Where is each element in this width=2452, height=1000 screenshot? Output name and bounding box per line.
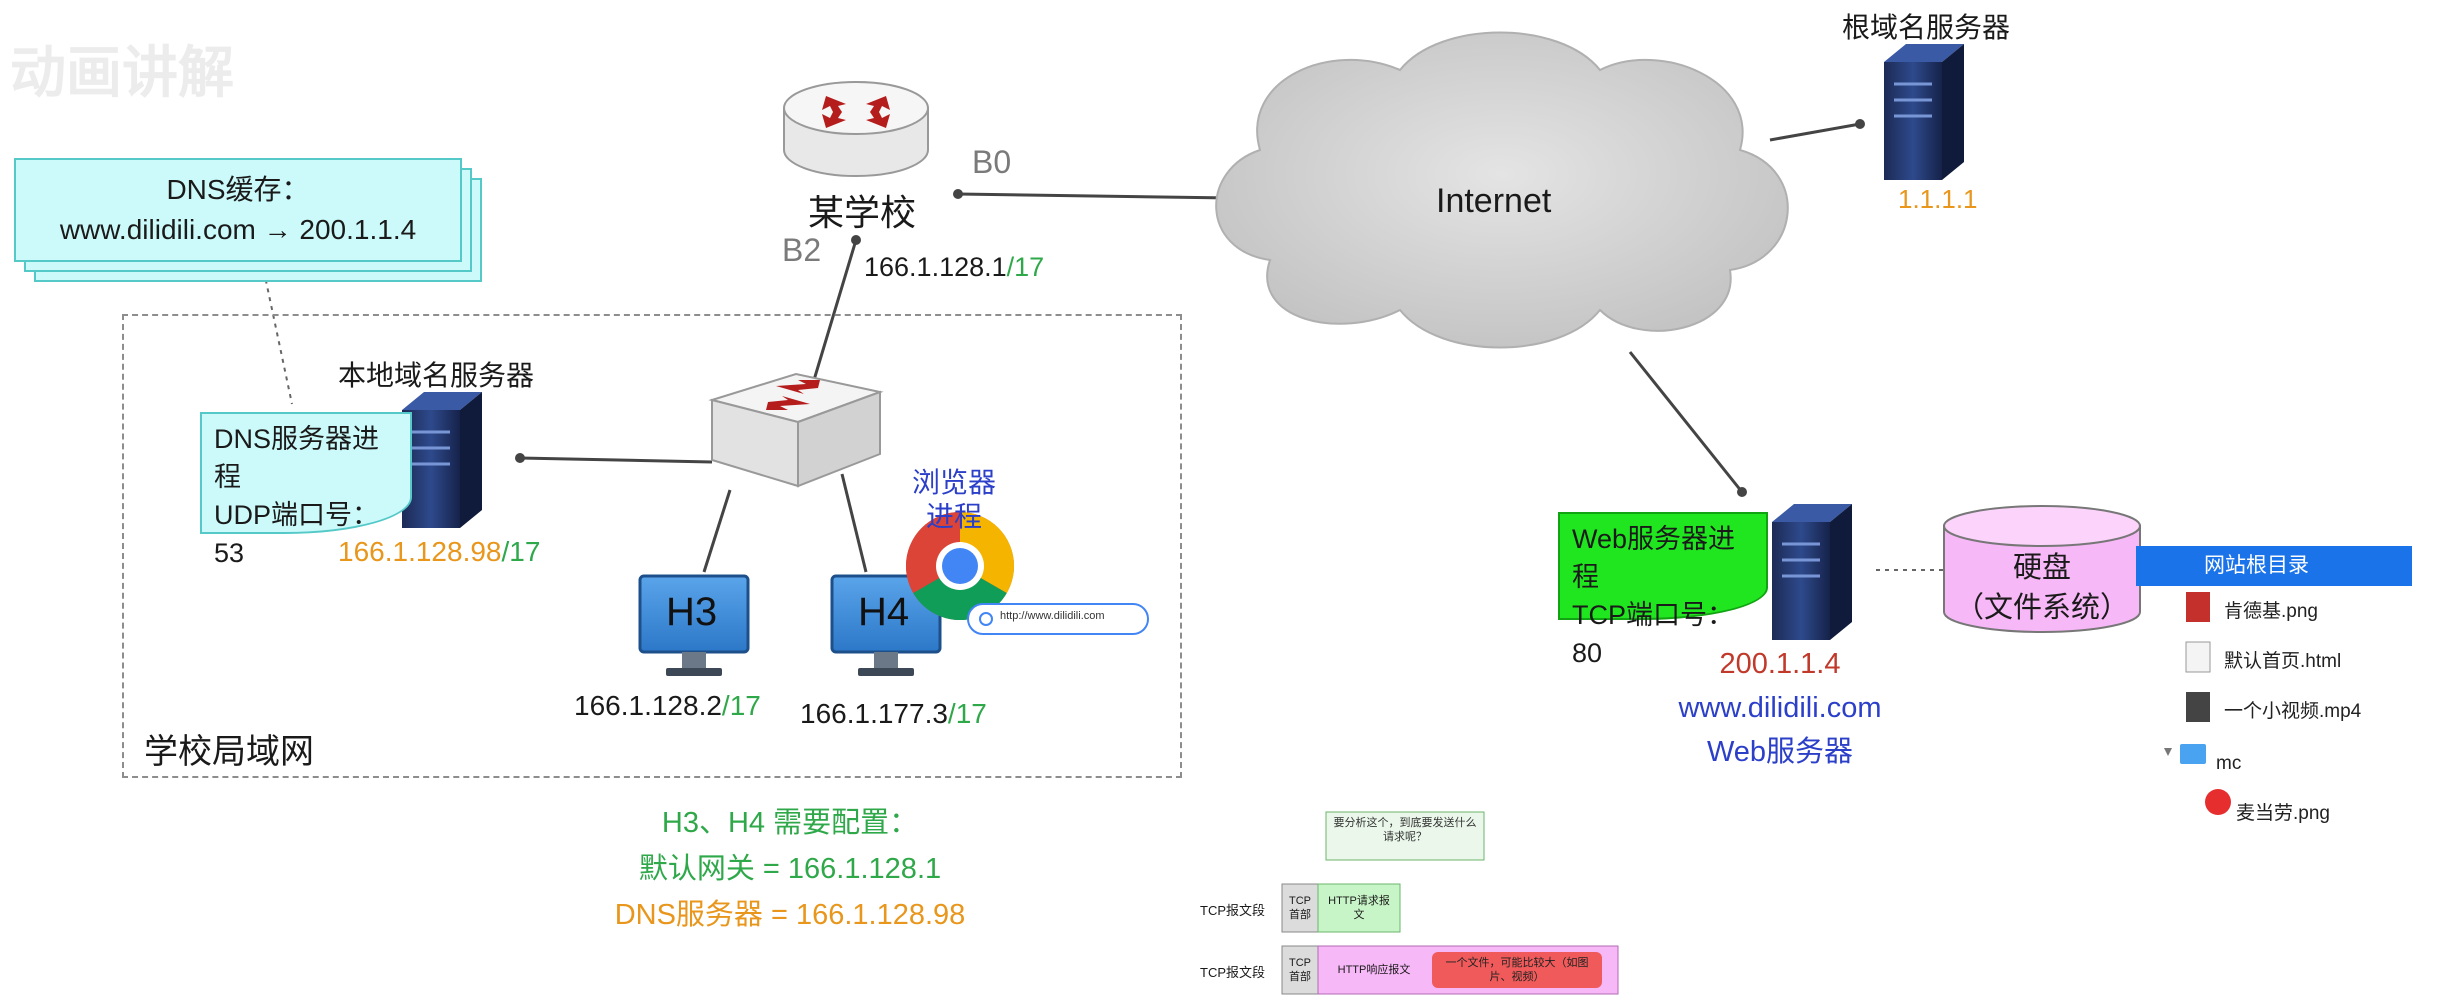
tcp-seg2-label: TCP报文段 bbox=[1200, 965, 1266, 980]
h4-ip: 166.1.177.3 bbox=[800, 698, 948, 729]
dns-cache-entry: www.dilidili.com → 200.1.1.4 bbox=[59, 214, 417, 245]
h4-mask: /17 bbox=[947, 698, 987, 729]
local-dns-mask: /17 bbox=[501, 536, 541, 567]
web-server-ip: 200.1.1.4 bbox=[1719, 648, 1841, 680]
dns-cache-box: DNS缓存： www.dilidili.com → 200.1.1.4 bbox=[14, 158, 462, 262]
root-dns-ip: 1.1.1.1 bbox=[1898, 184, 1978, 214]
file-item[interactable]: 默认首页.html bbox=[2224, 642, 2341, 682]
config-dns: DNS服务器 = 166.1.128.98 bbox=[614, 899, 966, 931]
router-name: 某学校 bbox=[808, 192, 917, 233]
router-ip: 166.1.128.1 bbox=[864, 252, 1007, 282]
chrome-icon bbox=[905, 512, 1015, 621]
browser-url: http://www.dilidili.com bbox=[1000, 610, 1105, 622]
h3-mask: /17 bbox=[721, 690, 761, 721]
router-port-b2: B2 bbox=[782, 232, 822, 268]
tcp-question: 要分析这个，到底要发送什么请求呢？ bbox=[1333, 817, 1477, 843]
tcp-demo-boxes bbox=[1281, 811, 1619, 995]
file-item[interactable]: 肯德基.png bbox=[2224, 592, 2318, 632]
disk-label: 硬盘 （文件系统） bbox=[1944, 548, 2140, 628]
tcp-seg2-payload: HTTP响应报文 bbox=[1337, 964, 1411, 976]
web-server-info: 200.1.1.4 www.dilidili.com Web服务器 bbox=[1650, 642, 1910, 774]
lan-boundary bbox=[122, 314, 1182, 778]
file-item[interactable]: 一个小视频.mp4 bbox=[2224, 692, 2361, 732]
file-item-label: 一个小视频.mp4 bbox=[2224, 701, 2362, 722]
tcp-seg1-label: TCP报文段 bbox=[1200, 903, 1266, 918]
disk-line2: （文件系统） bbox=[1954, 592, 2129, 624]
config-gateway: 默认网关 = 166.1.128.1 bbox=[638, 853, 942, 885]
h4-label: H4 bbox=[858, 590, 910, 634]
web-server-role: Web服务器 bbox=[1706, 736, 1854, 768]
local-dns-title: 本地域名服务器 bbox=[338, 360, 535, 391]
browser-label-line1: 浏览器 bbox=[912, 467, 997, 498]
dns-process-name: DNS服务器进程 bbox=[214, 424, 380, 492]
web-server-domain: www.dilidili.com bbox=[1678, 692, 1882, 724]
file-item-label: 默认首页.html bbox=[2224, 651, 2342, 672]
web-process-name: Web服务器进程 bbox=[1572, 524, 1736, 592]
monitor-icon bbox=[830, 574, 942, 676]
router-icon bbox=[783, 81, 929, 177]
server-icon bbox=[402, 392, 482, 528]
h3-label: H3 bbox=[666, 590, 718, 634]
browser-label-line2: 进程 bbox=[926, 501, 983, 532]
local-dns-ip-label: 166.1.128.98/17 bbox=[338, 536, 540, 568]
router-ip-label: 166.1.128.1/17 bbox=[864, 252, 1044, 283]
web-process-note: Web服务器进程 TCP端口号：80 bbox=[1558, 512, 1768, 668]
browser-process-label: 浏览器 进程 bbox=[912, 466, 996, 534]
switch-icon bbox=[708, 372, 884, 488]
tcp-seg1-header: TCP首部 bbox=[1289, 895, 1311, 921]
file-panel-header[interactable]: 网站根目录 bbox=[2136, 546, 2412, 586]
lan-label: 学校局域网 bbox=[144, 733, 314, 771]
file-item-label: 麦当劳.png bbox=[2236, 803, 2330, 824]
disk-line1: 硬盘 bbox=[2012, 552, 2071, 584]
root-dns-title: 根域名服务器 bbox=[1842, 12, 2011, 43]
web-process-port: TCP端口号：80 bbox=[1572, 600, 1734, 668]
folder-item[interactable]: mc bbox=[2216, 744, 2241, 784]
tcp-seg1-payload: HTTP请求报文 bbox=[1328, 895, 1390, 921]
h4-ip-label: 166.1.177.3/17 bbox=[800, 698, 987, 730]
dns-process-note: DNS服务器进程 UDP端口号：53 bbox=[200, 412, 412, 568]
server-icon bbox=[1884, 44, 1964, 180]
config-block: H3、H4 需要配置： 默认网关 = 166.1.128.1 DNS服务器 = … bbox=[590, 800, 990, 938]
monitor-icon bbox=[638, 574, 750, 676]
folder-item-label: mc bbox=[2216, 753, 2242, 774]
url-bar bbox=[967, 603, 1149, 635]
config-title: H3、H4 需要配置： bbox=[661, 807, 919, 839]
disk-icon bbox=[1943, 505, 2141, 633]
server-icon bbox=[1772, 504, 1852, 640]
tcp-seg2-header: TCP首部 bbox=[1289, 957, 1311, 983]
local-dns-ip: 166.1.128.98 bbox=[338, 536, 502, 567]
file-panel-header-label: 网站根目录 bbox=[2204, 554, 2309, 577]
links bbox=[519, 122, 1861, 573]
router-mask: /17 bbox=[1006, 252, 1045, 282]
file-panel: 网站根目录 肯德基.png 默认首页.html 一个小视频.mp4 mc 麦当劳… bbox=[2136, 546, 2412, 832]
watermark: 动画讲解 bbox=[10, 41, 234, 104]
cloud-icon bbox=[1215, 31, 1789, 349]
h3-ip-label: 166.1.128.2/17 bbox=[574, 690, 761, 722]
dns-cache-title: DNS缓存： bbox=[166, 174, 310, 205]
dns-process-port: UDP端口号：53 bbox=[214, 500, 380, 568]
h3-ip: 166.1.128.2 bbox=[574, 690, 722, 721]
router-port-b0: B0 bbox=[972, 144, 1012, 180]
file-item[interactable]: 麦当劳.png bbox=[2236, 794, 2330, 834]
tcp-seg2-note: 一个文件，可能比较大（如图片、视频） bbox=[1445, 957, 1589, 983]
internet-label: Internet bbox=[1436, 182, 1552, 220]
file-item-label: 肯德基.png bbox=[2224, 601, 2318, 622]
file-icon bbox=[2164, 592, 2231, 815]
